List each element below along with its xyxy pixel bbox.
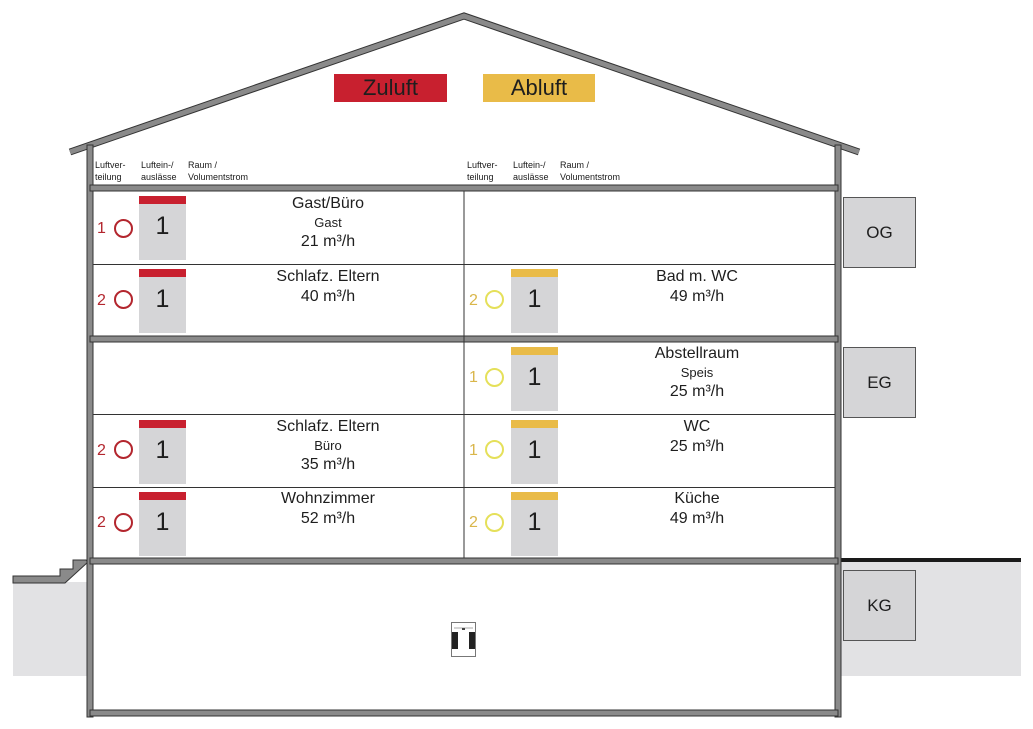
room-airflow: 35 m³/h (300, 456, 356, 473)
outlet-box: 1 (511, 420, 558, 484)
outlet-count: 1 (527, 508, 542, 536)
col-header-distribution-left: Luftver- teilung (95, 160, 126, 182)
floor-label-eg: EG (843, 347, 916, 418)
exhaust-bar (511, 347, 558, 355)
legend-exhaust-air: Abluft (483, 74, 595, 102)
outlet-count: 1 (155, 212, 170, 240)
distribution-count: 2 (97, 514, 106, 531)
room-info: Gast/Büro Gast 21 m³/h (233, 194, 423, 252)
room-name: Gast/Büro (291, 195, 365, 212)
outlet-box: 1 (139, 269, 186, 333)
distribution-count: 1 (469, 369, 478, 386)
room-info: Abstellraum Speis 25 m³/h (602, 344, 792, 402)
distribution-circle-icon (485, 368, 504, 387)
room-name: Schlafz. Eltern (276, 268, 380, 285)
outlet-box: 1 (139, 420, 186, 484)
exhaust-bar (511, 420, 558, 428)
supply-bar (139, 269, 186, 277)
col-header-outlets-left: Luftein-/ auslässe (141, 160, 177, 182)
room-eg-abstellraum: 1 1 Abstellraum Speis 25 m³/h (465, 342, 835, 414)
room-og-schlafz-eltern: 2 1 Schlafz. Eltern 40 m³/h (93, 265, 464, 336)
room-subname: Speis (680, 365, 714, 380)
room-info: Schlafz. Eltern Büro 35 m³/h (233, 417, 423, 475)
distribution-circle-icon (114, 513, 133, 532)
room-eg-schlafz-eltern-buero: 2 1 Schlafz. Eltern Büro 35 m³/h (93, 415, 464, 487)
room-info: Küche 49 m³/h (602, 489, 792, 529)
distribution-circle-icon (114, 290, 133, 309)
room-name: Bad m. WC (656, 268, 738, 285)
ground-left (13, 582, 88, 676)
legend-supply-air: Zuluft (334, 74, 447, 102)
distribution-count: 2 (97, 442, 106, 459)
room-info: Schlafz. Eltern 40 m³/h (233, 267, 423, 307)
room-name: Schlafz. Eltern (276, 418, 380, 435)
outlet-box: 1 (511, 347, 558, 411)
outlet-box: 1 (139, 492, 186, 556)
distribution-count: 2 (97, 292, 106, 309)
room-name: Abstellraum (654, 345, 740, 362)
col-header-outlets-right: Luftein-/ auslässe (513, 160, 549, 182)
distribution-count: 2 (469, 514, 478, 531)
ventilation-unit-icon (451, 622, 476, 657)
col-header-room-right: Raum / Volumentstrom (560, 160, 621, 182)
room-info: Bad m. WC 49 m³/h (602, 267, 792, 307)
floor-label-kg: KG (843, 570, 916, 641)
distribution-circle-icon (485, 290, 504, 309)
room-airflow: 21 m³/h (300, 233, 356, 250)
outlet-count: 1 (155, 436, 170, 464)
distribution-circle-icon (485, 513, 504, 532)
distribution-count: 1 (469, 442, 478, 459)
room-eg-wc: 1 1 WC 25 m³/h (465, 415, 835, 487)
outlet-count: 1 (155, 508, 170, 536)
room-info: WC 25 m³/h (602, 417, 792, 457)
room-airflow: 52 m³/h (300, 510, 356, 527)
exhaust-bar (511, 269, 558, 277)
room-airflow: 40 m³/h (300, 288, 356, 305)
outlet-count: 1 (155, 285, 170, 313)
room-name: WC (683, 418, 711, 435)
room-eg-kueche: 2 1 Küche 49 m³/h (465, 488, 835, 558)
outlet-count: 1 (527, 363, 542, 391)
room-info: Wohnzimmer 52 m³/h (233, 489, 423, 529)
exhaust-bar (511, 492, 558, 500)
room-name: Wohnzimmer (281, 490, 375, 507)
outlet-count: 1 (527, 436, 542, 464)
supply-bar (139, 196, 186, 204)
room-og-bad-wc: 2 1 Bad m. WC 49 m³/h (465, 265, 835, 336)
room-eg-wohnzimmer: 2 1 Wohnzimmer 52 m³/h (93, 488, 464, 558)
outlet-box: 1 (511, 269, 558, 333)
stairs (12, 559, 89, 584)
room-airflow: 49 m³/h (669, 288, 725, 305)
room-airflow: 25 m³/h (669, 438, 725, 455)
outlet-box: 1 (511, 492, 558, 556)
room-airflow: 25 m³/h (669, 383, 725, 400)
col-header-room-left: Raum / Volumentstrom (188, 160, 249, 182)
floor-label-og: OG (843, 197, 916, 268)
room-subname: Gast (314, 215, 342, 230)
distribution-circle-icon (114, 440, 133, 459)
distribution-circle-icon (485, 440, 504, 459)
room-subname: Büro (314, 438, 342, 453)
distribution-count: 1 (97, 220, 106, 237)
room-og-gast-buero: 1 1 Gast/Büro Gast 21 m³/h (93, 191, 464, 264)
room-airflow: 49 m³/h (669, 510, 725, 527)
supply-bar (139, 420, 186, 428)
outlet-box: 1 (139, 196, 186, 260)
col-header-distribution-right: Luftver- teilung (467, 160, 498, 182)
distribution-count: 2 (469, 292, 478, 309)
distribution-circle-icon (114, 219, 133, 238)
room-name: Küche (674, 490, 720, 507)
outlet-count: 1 (527, 285, 542, 313)
supply-bar (139, 492, 186, 500)
